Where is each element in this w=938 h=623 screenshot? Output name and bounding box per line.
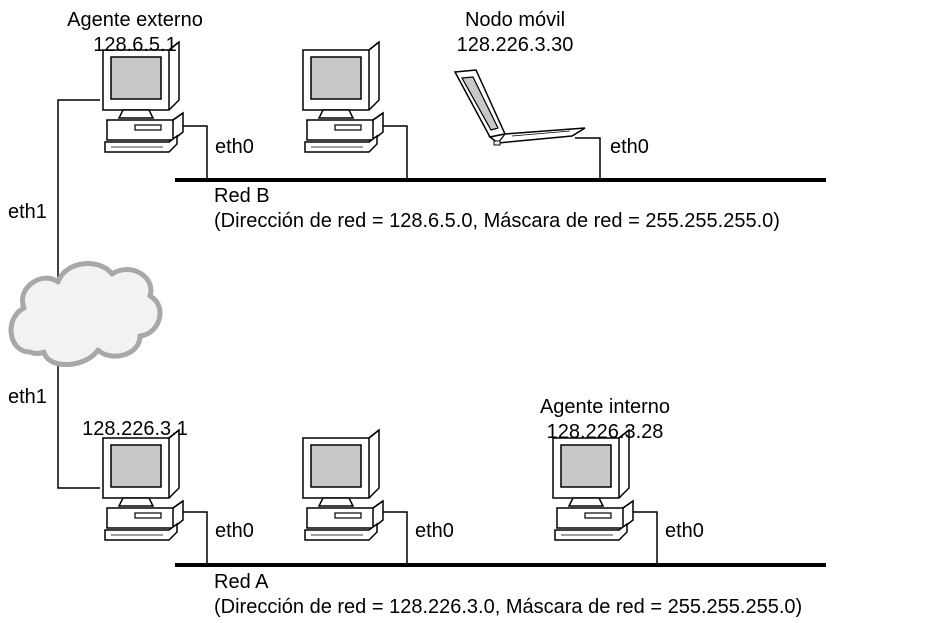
mobile-node-ip: 128.226.3.30 [456,34,574,56]
network-b-name: Red B [214,185,270,207]
network-b-host-computer-icon [302,41,384,153]
home-agent-ip: 128.226.3.28 [546,421,664,443]
mobile-node-eth0-label: eth0 [610,136,649,158]
home-agent-cable [632,511,658,565]
network-b-details: (Dirección de red = 128.6.5.0, Máscara d… [214,210,780,232]
home-router-eth1-label: eth1 [8,386,47,408]
home-router-computer-icon [102,429,184,541]
home-router-eth0-cable [182,511,208,565]
home-agent-eth0-label: eth0 [665,520,704,542]
mobile-node-title: Nodo móvil [464,9,566,31]
foreign-agent-eth1-cable [57,99,100,290]
mobile-node-cable [575,137,601,180]
network-a-name: Red A [214,571,269,593]
foreign-agent-ip: 128.6.5.1 [93,34,177,56]
cloud-icon [8,261,163,367]
foreign-agent-eth1-label: eth1 [8,201,47,223]
host-b-cable [382,125,408,180]
foreign-agent-title: Agente externo [67,9,203,31]
laptop-icon [453,69,586,146]
foreign-agent-eth0-label: eth0 [215,136,254,158]
network-a-details: (Dirección de red = 128.226.3.0, Máscara… [214,596,803,618]
foreign-agent-computer-icon [102,41,184,153]
network-a-host-computer-icon [302,429,384,541]
home-agent-title: Agente interno [539,396,671,418]
network-a-host-eth0-label: eth0 [415,520,454,542]
home-router-eth0-label: eth0 [215,520,254,542]
foreign-agent-eth0-cable [182,125,208,180]
home-agent-computer-icon [552,429,634,541]
home-router-ip: 128.226.3.1 [82,418,188,440]
host-a-cable [382,511,408,565]
home-router-eth1-cable [57,355,100,489]
